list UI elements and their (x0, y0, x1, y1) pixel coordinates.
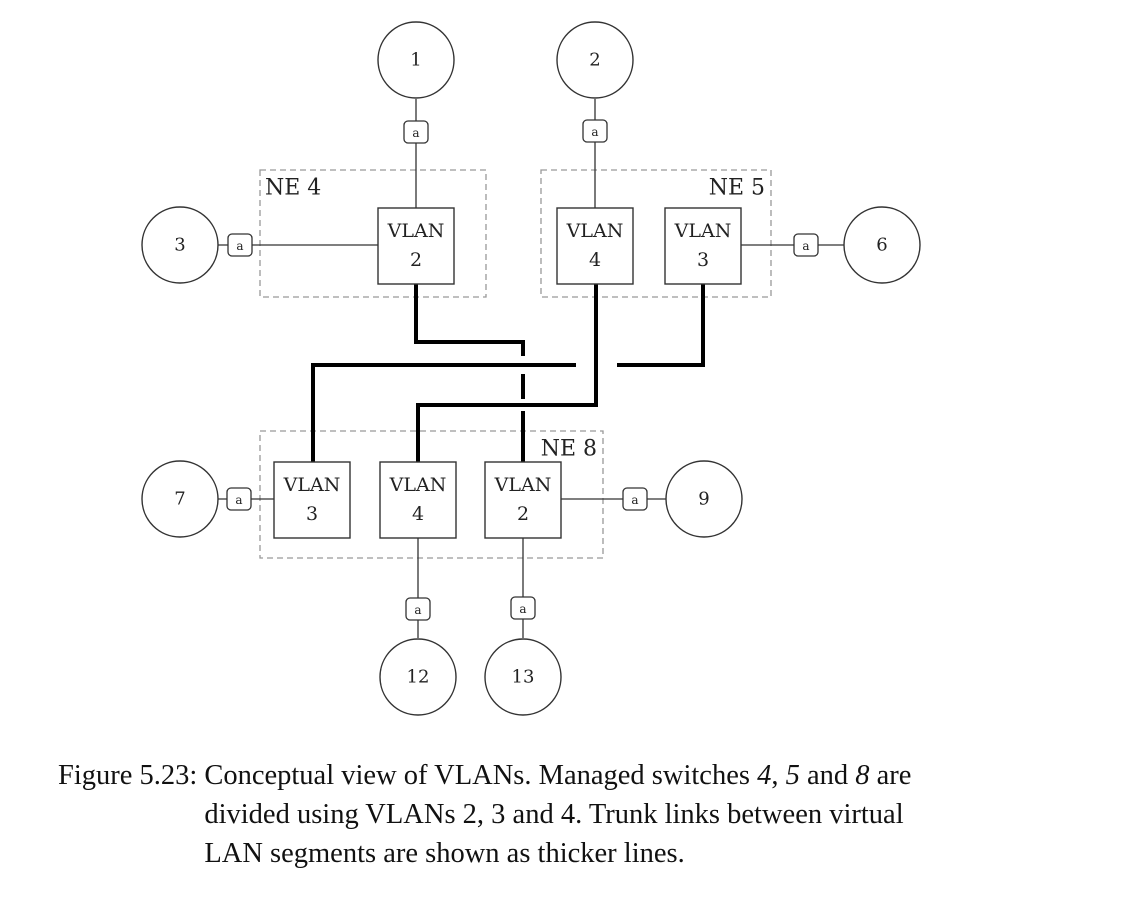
host-label: 7 (174, 489, 185, 510)
vlan-number: 3 (306, 503, 318, 525)
vlan-box (664, 207, 742, 285)
host-label: 6 (876, 235, 887, 256)
vlan-label: VLAN (387, 220, 445, 242)
port-label: a (235, 493, 242, 507)
trunk-link-vlan-4 (416, 284, 598, 462)
vlan-number: 2 (517, 503, 529, 525)
vlan-number: 3 (697, 249, 709, 271)
figure-caption: Figure 5.23: Conceptual view of VLANs. M… (58, 756, 911, 873)
host-node (556, 21, 634, 99)
vlan-number: 4 (589, 249, 601, 271)
ne-label: NE 4 (265, 176, 321, 201)
port-label: a (414, 603, 421, 617)
caption-emphasis: 8 (855, 760, 870, 791)
vlan-label: VLAN (283, 474, 341, 496)
port-label: a (631, 493, 638, 507)
vlan-number: 2 (410, 249, 422, 271)
caption-line: divided using VLANs 2, 3 and 4. Trunk li… (204, 799, 904, 830)
vlan-box (484, 461, 562, 539)
caption-emphasis: 5 (785, 760, 800, 791)
vlan-label: VLAN (674, 220, 732, 242)
port-marker (405, 597, 431, 621)
host-label: 3 (174, 235, 185, 256)
port-label: a (591, 125, 598, 139)
host-node (379, 638, 457, 716)
host-node (843, 206, 921, 284)
trunk-link-vlan-3 (311, 284, 705, 462)
ne-frame (540, 169, 772, 298)
port-marker (622, 487, 648, 511)
host-label: 2 (589, 50, 600, 71)
host-node (665, 460, 743, 538)
ne-frame (259, 169, 487, 298)
ne-label: NE 5 (709, 176, 765, 201)
vlan-label: VLAN (494, 474, 552, 496)
ne-frame (259, 430, 604, 559)
caption-line: LAN segments are shown as thicker lines. (204, 838, 685, 869)
port-label: a (236, 239, 243, 253)
vlan-box (379, 461, 457, 539)
host-label: 1 (410, 50, 421, 71)
host-label: 12 (407, 667, 430, 688)
vlan-label: VLAN (389, 474, 447, 496)
trunk-link-vlan-2 (414, 284, 525, 462)
port-marker (582, 119, 608, 143)
port-marker (227, 233, 253, 257)
port-marker (403, 120, 429, 144)
vlan-label: VLAN (566, 220, 624, 242)
vlan-box (273, 461, 351, 539)
ne-label: NE 8 (541, 437, 597, 462)
host-label: 13 (512, 667, 535, 688)
port-marker (793, 233, 819, 257)
port-label: a (412, 126, 419, 140)
port-label: a (519, 602, 526, 616)
port-marker (226, 487, 252, 511)
caption-body: Conceptual view of VLANs. Managed switch… (204, 756, 911, 873)
caption-line: Conceptual view of VLANs. Managed switch… (204, 760, 912, 791)
port-marker (510, 596, 536, 620)
host-node (377, 21, 455, 99)
vlan-box (377, 207, 455, 285)
host-label: 9 (698, 489, 709, 510)
host-node (484, 638, 562, 716)
vlan-box (556, 207, 634, 285)
port-label: a (802, 239, 809, 253)
host-node (141, 460, 219, 538)
host-node (141, 206, 219, 284)
vlan-number: 4 (412, 503, 424, 525)
caption-emphasis: 4 (757, 760, 772, 791)
caption-label: Figure 5.23: (58, 760, 198, 791)
